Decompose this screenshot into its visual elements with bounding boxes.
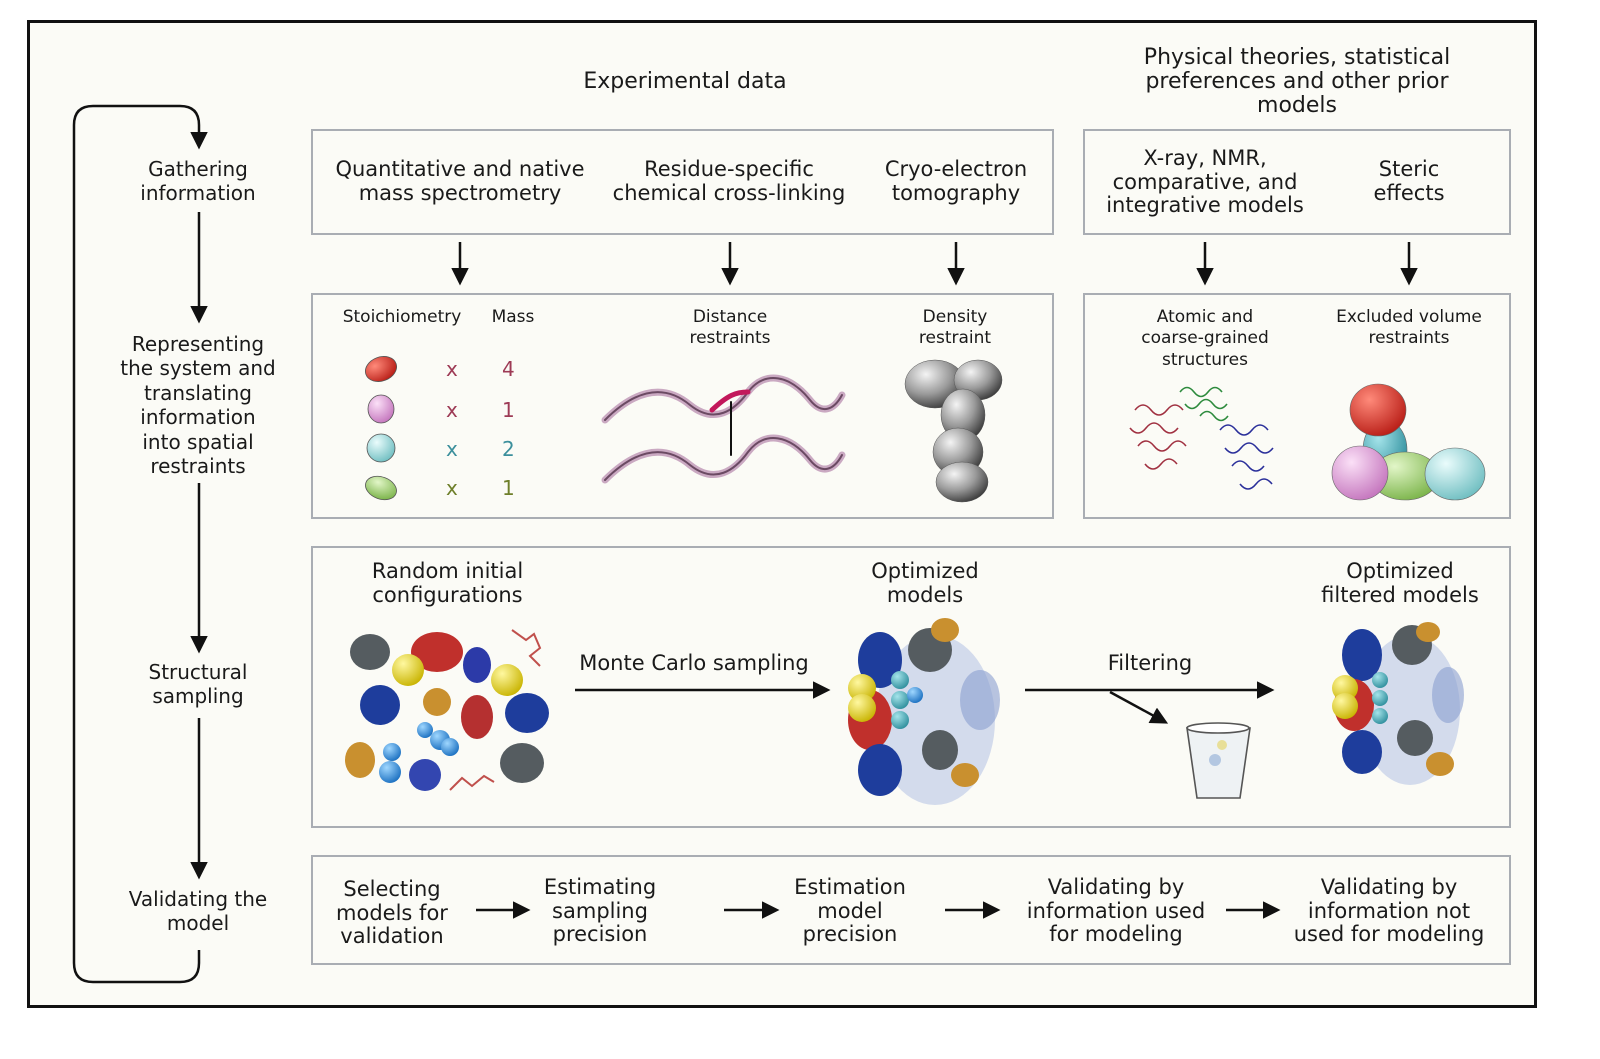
stoich-row-4-x: x (446, 476, 458, 500)
stage-representing: Representing the system and translating … (120, 332, 276, 478)
validation-step-1: Selecting models for validation (336, 877, 448, 949)
filtered-models-icon (1332, 622, 1464, 785)
red-subunit-icon (365, 356, 397, 382)
stoich-row-4-value: 1 (502, 476, 515, 500)
density-map-icon (904, 359, 1003, 503)
validation-step-3: Estimation model precision (794, 875, 906, 947)
distance-restraints-label: Distance restraints (689, 307, 771, 349)
crosslink-helices (601, 374, 846, 484)
monte-carlo-label: Monte Carlo sampling (579, 651, 809, 675)
green-subunit-icon (365, 475, 397, 501)
pink-subunit-icon (367, 394, 395, 424)
mass-spec-label: Quantitative and native mass spectrometr… (335, 157, 585, 205)
experimental-restraints-box (311, 293, 1054, 519)
validation-step-2: Estimating sampling precision (543, 875, 657, 947)
validation-box (311, 855, 1511, 965)
stage-gathering: Gathering information (140, 157, 256, 206)
stage-validating: Validating the model (128, 887, 268, 936)
validation-step-5: Validating by information not used for m… (1293, 875, 1485, 947)
stoichiometry-header: Stoichiometry (342, 307, 462, 327)
steric-effects-label: Steric effects (1373, 157, 1445, 205)
mass-header: Mass (491, 307, 535, 327)
stoich-row-3-x: x (446, 437, 458, 461)
stoich-row-2-x: x (446, 398, 458, 422)
excluded-volume-label: Excluded volume restraints (1336, 307, 1482, 349)
source-to-restraint-arrows (451, 242, 1418, 286)
trash-bin-icon (1186, 722, 1251, 799)
optimized-models-label: Optimized models (871, 559, 979, 607)
sampling-box (311, 546, 1511, 828)
validation-step-4: Validating by information used for model… (1026, 875, 1206, 947)
random-configurations-label: Random initial configurations (371, 559, 524, 607)
stage-sampling: Structural sampling (148, 660, 248, 709)
workflow-loop-arrow (72, 104, 208, 984)
random-configurations-icon (345, 629, 549, 791)
filtered-models-label: Optimized filtered models (1321, 559, 1479, 607)
experimental-sources-box (311, 129, 1054, 235)
physical-theories-header: Physical theories, statistical preferenc… (1143, 45, 1451, 119)
stoich-row-3-value: 2 (502, 437, 515, 461)
figure-frame (27, 20, 1537, 1008)
filtering-arrows (1025, 681, 1275, 724)
density-restraint-label: Density restraint (918, 307, 992, 349)
crosslink-label: Residue-specific chemical cross-linking (612, 157, 846, 205)
atomic-structure-icon (1129, 386, 1274, 490)
prior-models-sources-box (1083, 129, 1511, 235)
optimized-models-icon (848, 618, 1000, 805)
xray-nmr-label: X-ray, NMR, comparative, and integrative… (1106, 146, 1304, 218)
stoichiometry-ellipses (365, 356, 397, 501)
cyan-subunit-icon (366, 433, 396, 463)
stoich-row-2-value: 1 (502, 398, 515, 422)
prior-restraints-box (1083, 293, 1511, 519)
atomic-structures-label: Atomic and coarse-grained structures (1141, 307, 1269, 370)
excluded-volume-icon (1331, 383, 1486, 501)
experimental-data-header: Experimental data (583, 69, 787, 94)
stoich-row-1-value: 4 (502, 357, 515, 381)
stoich-row-1-x: x (446, 357, 458, 381)
cryo-label: Cryo-electron tomography (884, 157, 1028, 205)
filtering-label: Filtering (1107, 651, 1193, 675)
